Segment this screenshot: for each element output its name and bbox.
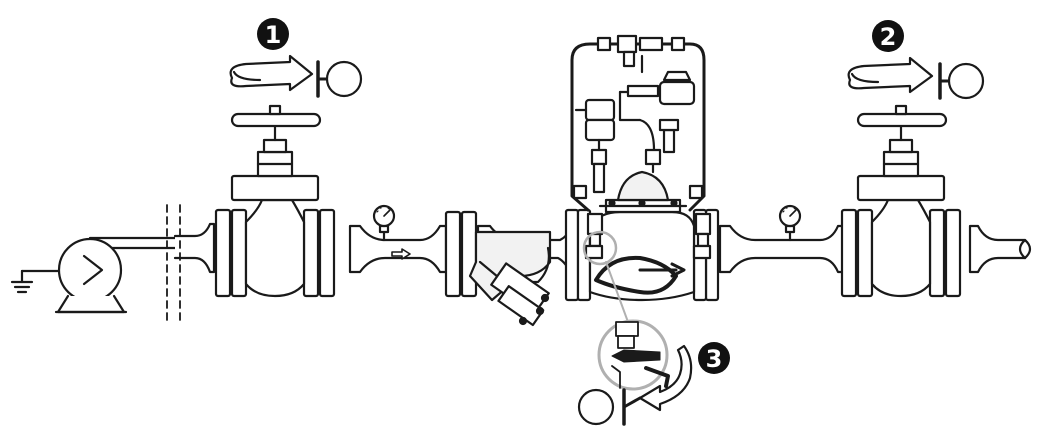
- outlet-pipe: [968, 224, 1032, 274]
- step-number: 3: [706, 345, 723, 373]
- rotate-arrow-icon: [638, 344, 693, 412]
- step-2-indicator: 2: [847, 20, 985, 100]
- gate-valve-1: [214, 104, 336, 298]
- control-valve: [564, 34, 720, 302]
- pump-icon: [54, 237, 128, 314]
- step-badge: [698, 342, 730, 374]
- rotate-arrow-icon: [229, 54, 314, 92]
- valve-closed-symbol-icon: [316, 60, 363, 98]
- magnifier-callout: [582, 230, 670, 391]
- gate-valve-2: [840, 104, 962, 298]
- step-1-indicator: 1: [229, 18, 363, 98]
- pressure-gauge-icon: [778, 204, 802, 242]
- outlet-pipe-end: [1018, 238, 1027, 260]
- pipe-segment-c: [718, 224, 848, 274]
- step-3-indicator: 3: [577, 342, 730, 426]
- pipe-segment-a: [348, 224, 448, 274]
- rotate-arrow-icon: [847, 56, 934, 94]
- flow-arrow-icon: [391, 248, 411, 260]
- step-number: 1: [265, 21, 282, 49]
- valve-closed-symbol-icon: [577, 388, 642, 426]
- inlet-pipe-segment: [173, 222, 216, 274]
- step-number: 2: [880, 23, 897, 51]
- step-badge: [872, 20, 904, 52]
- wall-marker: [166, 204, 181, 321]
- pressure-gauge-icon: [372, 204, 396, 242]
- step-badge: [257, 18, 289, 50]
- valve-closed-symbol-icon: [938, 62, 985, 100]
- y-strainer: [444, 210, 552, 327]
- ground-icon: [10, 269, 60, 294]
